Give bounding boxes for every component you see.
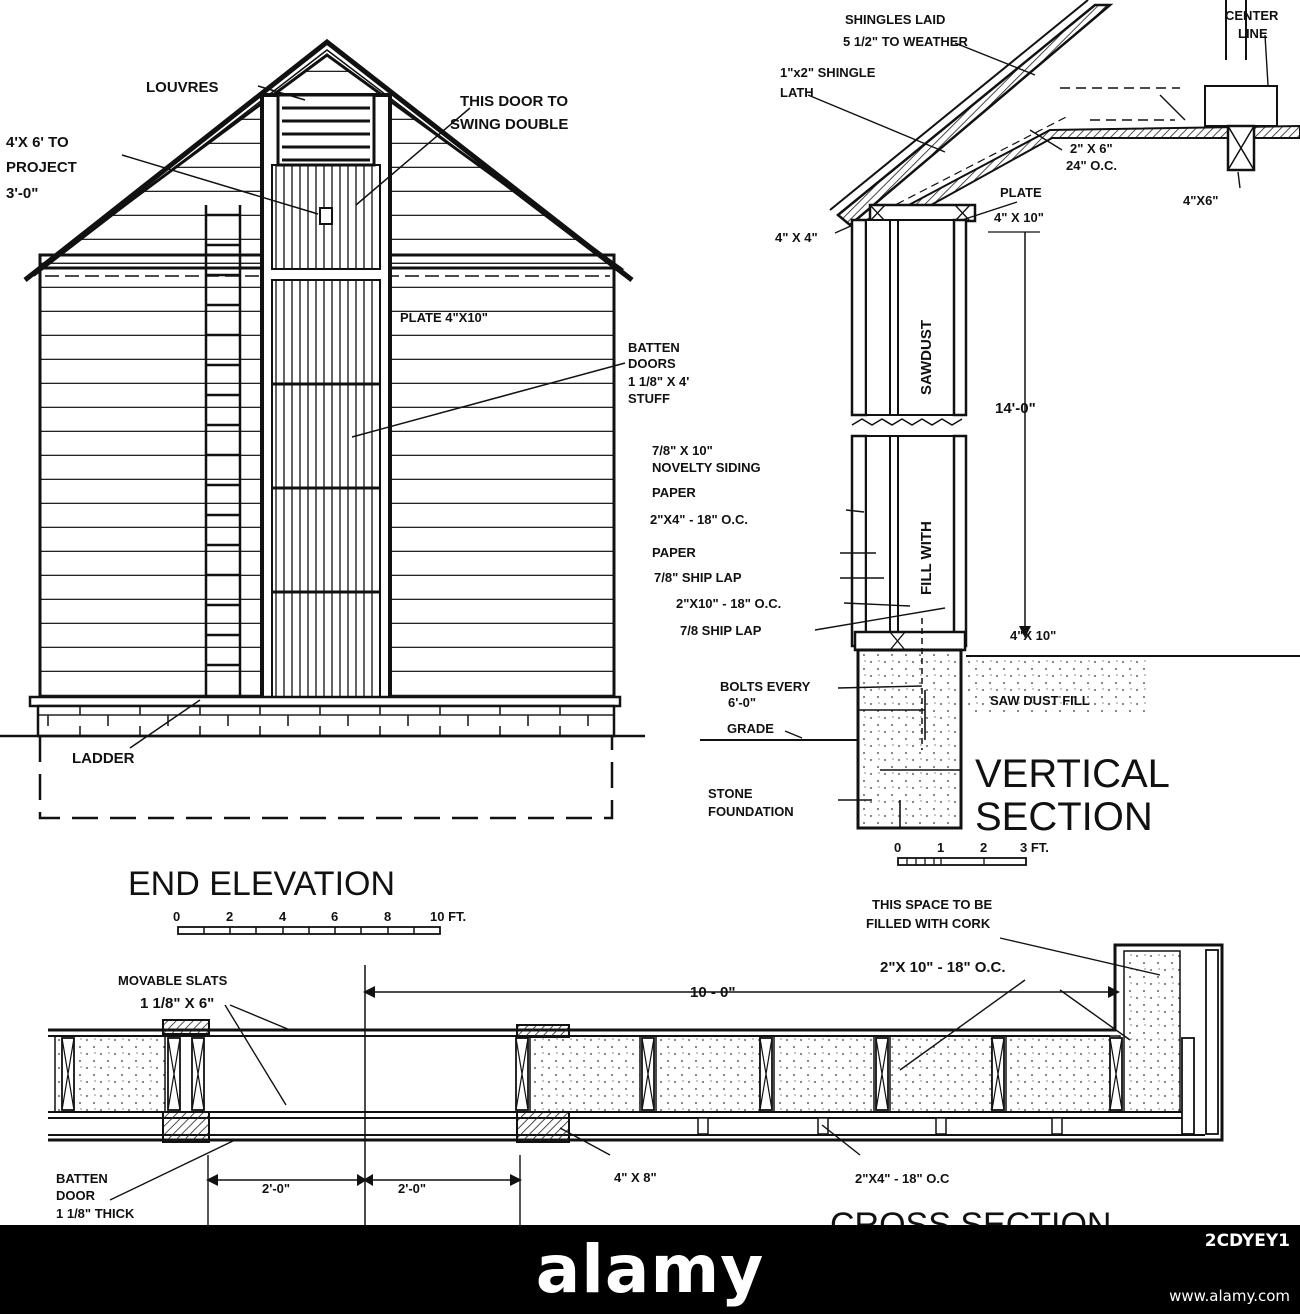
label-beam: 4" X 8"	[614, 1170, 657, 1185]
architectural-drawing: LOUVRES THIS DOOR TO SWING DOUBLE 4'X 6'…	[0, 0, 1300, 1225]
elev-scale-tick: 8	[384, 909, 391, 924]
alamy-logo: alamy	[535, 1231, 765, 1308]
label-studs-cs: 2"X4" - 18" O.C	[855, 1171, 950, 1186]
label-project-2: PROJECT	[6, 159, 77, 176]
label-ladder: LADDER	[72, 750, 135, 767]
label-lath-1: 1"x2" SHINGLE	[780, 65, 876, 80]
section-scale-bar: 0 1 2 3 FT.	[894, 840, 1049, 866]
section-scale-tick: 2	[980, 840, 987, 855]
elev-scale-tick: 2	[226, 909, 233, 924]
label-slats-2: 1 1/8" X 6"	[140, 995, 214, 1012]
beam-4x8	[162, 1111, 210, 1143]
label-center-2: LINE	[1238, 26, 1268, 41]
label-batten-door-2: DOOR	[56, 1188, 96, 1203]
label-paper-2: PAPER	[652, 545, 696, 560]
louvres	[276, 93, 376, 167]
label-stone-1: STONE	[708, 786, 753, 801]
vertical-section	[700, 0, 1300, 830]
label-dim-1: 2'-0"	[262, 1181, 290, 1196]
label-rafter-2: 24" O.C.	[1066, 158, 1117, 173]
image-code: 2CDYEY1	[1204, 1231, 1290, 1251]
label-studs-vs: 2"X4" - 18" O.C.	[650, 512, 748, 527]
movable-slat	[516, 1024, 570, 1038]
movable-slat	[162, 1019, 210, 1035]
vertical-section-title-1: VERTICAL	[975, 752, 1170, 796]
label-sawdust: SAWDUST	[918, 320, 935, 395]
beam-4x8	[516, 1111, 570, 1143]
elevation-scale-bar: 0 2 4 6 8 10 FT.	[173, 909, 466, 935]
label-shiplap-2: 7/8 SHIP LAP	[680, 623, 762, 638]
label-stone-2: FOUNDATION	[708, 804, 794, 819]
end-elevation-title: END ELEVATION	[128, 865, 395, 903]
roof-edge	[23, 38, 634, 282]
label-lath-2: LATH	[780, 85, 814, 100]
label-rafter-1: 2" X 6"	[1070, 141, 1113, 156]
elev-scale-tick: 4	[279, 909, 287, 924]
label-shingles-2: 5 1/2" TO WEATHER	[843, 34, 968, 49]
label-plate: PLATE 4"X10"	[400, 310, 488, 325]
label-corner: 4" X 4"	[775, 230, 818, 245]
sill-board	[28, 695, 622, 708]
vertical-section-title-2: SECTION	[975, 795, 1153, 839]
label-center-1: CENTER	[1225, 8, 1279, 23]
label-door-swing-1: THIS DOOR TO	[460, 93, 568, 110]
label-batten-3: 1 1/8" X 4'	[628, 374, 689, 389]
elev-scale-tick: 10 FT.	[430, 909, 466, 924]
label-slats-1: MOVABLE SLATS	[118, 973, 228, 988]
section-scale-tick: 3 FT.	[1020, 840, 1049, 855]
sill-4x10	[853, 630, 967, 652]
label-batten-door-1: BATTEN	[56, 1171, 108, 1186]
label-door-swing-2: SWING DOUBLE	[450, 116, 568, 133]
cross-section-title: CROSS SECTION	[830, 1206, 1111, 1225]
label-joists-cs: 2"X 10" - 18" O.C.	[880, 959, 1006, 976]
label-batten-2: DOORS	[628, 356, 676, 371]
label-project-3: 3'-0"	[6, 185, 38, 202]
cross-section	[48, 937, 1224, 1225]
label-fill-with: FILL WITH	[918, 521, 935, 595]
label-post: 4"X6"	[1183, 193, 1218, 208]
label-grade: GRADE	[727, 721, 774, 736]
hoist-hook	[319, 207, 333, 225]
watermark-url: www.alamy.com	[1169, 1287, 1290, 1305]
label-plate-vs: PLATE	[1000, 185, 1042, 200]
label-siding-1: 7/8" X 10"	[652, 443, 713, 458]
label-plate-size: 4" X 10"	[994, 210, 1044, 225]
section-scale-tick: 0	[894, 840, 901, 855]
label-span: 10 - 0"	[690, 984, 735, 1001]
label-bolts-1: BOLTS EVERY	[720, 679, 811, 694]
label-batten-4: STUFF	[628, 391, 670, 406]
label-louvres: LOUVRES	[146, 79, 219, 96]
label-joists-vs: 2"X10" - 18" O.C.	[676, 596, 781, 611]
label-height: 14'-0"	[995, 400, 1036, 417]
label-cork-2: FILLED WITH CORK	[866, 916, 991, 931]
elev-scale-tick: 0	[173, 909, 180, 924]
label-sill: 4"X 10"	[1010, 628, 1056, 643]
label-cork-1: THIS SPACE TO BE	[872, 897, 992, 912]
stone-foundation-elev	[36, 704, 616, 738]
label-project-1: 4'X 6' TO	[6, 134, 69, 151]
label-shingles-1: SHINGLES LAID	[845, 12, 945, 27]
label-batten-door-3: 1 1/8" THICK	[56, 1206, 135, 1221]
section-scale-tick: 1	[937, 840, 944, 855]
elev-scale-tick: 6	[331, 909, 338, 924]
ladder	[204, 205, 242, 700]
label-paper-1: PAPER	[652, 485, 696, 500]
label-dim-2: 2'-0"	[398, 1181, 426, 1196]
watermark-bar: alamy 2CDYEY1 www.alamy.com	[0, 1225, 1300, 1314]
roof-section	[836, 3, 1114, 227]
label-bolts-2: 6'-0"	[728, 695, 756, 710]
label-shiplap-1: 7/8" SHIP LAP	[654, 570, 742, 585]
end-elevation	[0, 38, 645, 820]
label-siding-2: NOVELTY SIDING	[652, 460, 761, 475]
label-sawdust-fill: SAW DUST FILL	[990, 693, 1090, 708]
label-batten-1: BATTEN	[628, 340, 680, 355]
stone-foundation-section	[856, 648, 963, 830]
